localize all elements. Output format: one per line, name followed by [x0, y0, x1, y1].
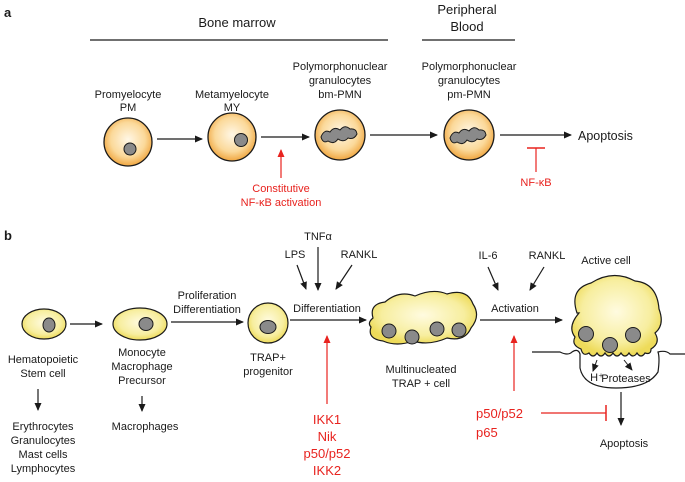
progeny-label: Granulocytes — [11, 435, 76, 447]
activation-label: Activation — [491, 303, 539, 315]
trap-progenitor-cell — [247, 302, 289, 344]
active-cell-label: Active cell — [581, 255, 631, 267]
monocyte-label: Monocyte — [118, 347, 166, 359]
p50-p52-label: p50/p52 — [476, 406, 523, 421]
ikk2-label: IKK2 — [313, 463, 341, 478]
multinucleated-label: Multinucleated — [386, 364, 457, 376]
arrow — [335, 264, 353, 290]
promyelocyte-cell — [103, 117, 153, 167]
stage-label: granulocytes — [438, 75, 501, 87]
arrow — [623, 359, 633, 371]
progenitor-label: progenitor — [243, 366, 293, 378]
il6-label: IL-6 — [479, 250, 498, 262]
h-plus-label: H⁺ — [590, 372, 604, 384]
arrow — [296, 264, 307, 290]
p65-label: p65 — [476, 425, 498, 440]
differentiation-label: Differentiation — [293, 303, 361, 315]
macrophages-label: Macrophages — [112, 421, 179, 433]
pm-pmn-cell — [443, 109, 495, 161]
tnfa-label: TNFα — [304, 231, 332, 243]
trap-cell-label: TRAP + cell — [392, 378, 450, 390]
hsc-label: Hematopoietic — [8, 354, 79, 366]
panel-a-letter: a — [4, 5, 12, 20]
arrow — [592, 359, 599, 372]
hsc-label: Stem cell — [20, 368, 65, 380]
stage-label: granulocytes — [309, 75, 372, 87]
rankl-label: RANKL — [341, 249, 378, 261]
proteases-label: Proteases — [601, 373, 651, 385]
stage-label: pm-PMN — [447, 89, 490, 101]
bone-marrow-label: Bone marrow — [198, 15, 276, 30]
lps-label: LPS — [285, 249, 306, 261]
multinucleated-cell — [368, 290, 478, 345]
stage-label: MY — [224, 102, 241, 114]
stage-label: PM — [120, 102, 137, 114]
stage-label: Promyelocyte — [95, 89, 162, 101]
arrow — [529, 266, 545, 291]
blood-label: Blood — [450, 19, 483, 34]
apoptosis-label: Apoptosis — [578, 129, 633, 143]
proliferation-label: Proliferation — [178, 290, 237, 302]
monocyte-cell — [112, 307, 168, 341]
nfkb-label: NF-κB — [520, 177, 551, 189]
trap-label: TRAP+ — [250, 352, 286, 364]
bm-pmn-cell — [314, 109, 366, 161]
hsc-cell — [21, 308, 67, 340]
apoptosis-label: Apoptosis — [600, 438, 649, 450]
arrow — [487, 266, 499, 291]
stage-label: Polymorphonuclear — [293, 61, 388, 73]
constitutive-label: Constitutive — [252, 183, 309, 195]
rankl-label: RANKL — [529, 250, 566, 262]
stage-label: bm-PMN — [318, 89, 361, 101]
monocyte-label: Precursor — [118, 375, 166, 387]
stage-label: Metamyelocyte — [195, 89, 269, 101]
progeny-label: Erythrocytes — [12, 421, 74, 433]
panel-b-letter: b — [4, 228, 12, 243]
progeny-label: Mast cells — [19, 449, 68, 461]
bone-surface-line — [532, 349, 685, 389]
metamyelocyte-cell — [207, 112, 257, 162]
nik-label: Nik — [318, 429, 337, 444]
monocyte-label: Macrophage — [111, 361, 172, 373]
nfkb-activation-label: NF-κB activation — [241, 197, 322, 209]
differentiation-label: Differentiation — [173, 304, 241, 316]
stage-label: Polymorphonuclear — [422, 61, 517, 73]
ikk1-label: IKK1 — [313, 412, 341, 427]
active-osteoclast-cell — [571, 274, 662, 357]
p50-p52-label: p50/p52 — [304, 446, 351, 461]
peripheral-label: Peripheral — [437, 2, 496, 17]
progeny-label: Lymphocytes — [11, 463, 76, 475]
